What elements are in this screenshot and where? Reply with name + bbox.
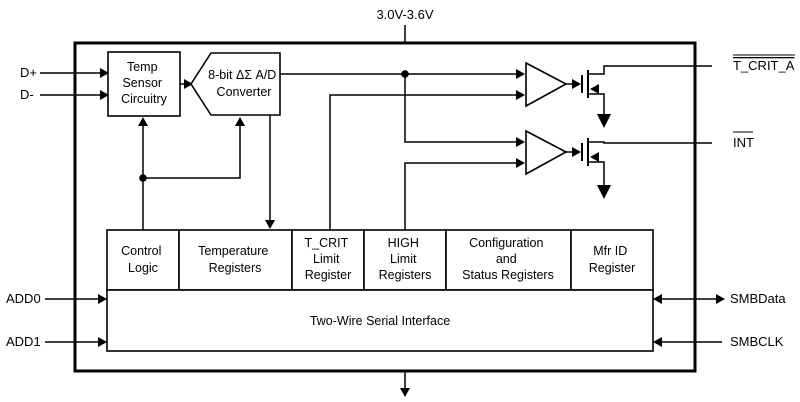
comp1-out-arrow [572,79,581,89]
pin-smbdata-label: SMBData [730,291,786,306]
t-crit-limit-register-label: T_CRIT Limit Register [304,236,351,282]
fet2-ground [597,185,611,199]
fet2-source [588,161,605,186]
fet2-drain [588,141,697,144]
high-to-comp2-wire [404,162,518,230]
comparator-2 [525,129,568,176]
adc-to-comp2-wire [404,74,518,143]
dplus-arrow [100,68,109,78]
fet1-source [588,93,605,115]
adc-label: 8-bit ΔΣ A/D Converter [208,68,280,99]
add0-arrow [98,294,107,304]
temp-sensor-label: Temp Sensor Circuitry [121,60,168,106]
pin-smbclk-label: SMBCLK [730,334,784,349]
adc-to-temp-reg-arrow [265,220,275,229]
pin-int-label: INT [733,135,754,150]
smbdata-in-arrow [653,294,662,304]
adc-to-comp1-arrow [516,69,525,79]
control-logic-block [106,229,180,291]
fet2-arrow [590,152,599,162]
control-logic-label: Control Logic [121,244,165,275]
temp-sensor-block [107,51,181,117]
fet1-arrow [590,84,599,94]
serial-interface-block [106,289,654,352]
control-to-sensor-arrow [138,117,148,126]
adc-to-comp2-arrow [516,137,525,147]
adc-block [190,52,281,116]
add1-arrow [98,337,107,347]
comparator-1 [525,61,568,108]
control-to-adc-wire [143,124,241,179]
dminus-arrow [100,90,109,100]
ground-arrow [400,388,410,397]
high-to-comp2-arrow [516,158,525,168]
chip-outline [73,41,697,373]
fet1-drain [588,65,697,75]
pin-dplus-label: D+ [20,65,37,80]
temperature-registers-label: Temperature Registers [198,244,272,275]
sensor-to-adc-arrow [184,79,193,89]
supply-label: 3.0V-3.6V [376,7,433,22]
serial-interface-label: Two-Wire Serial Interface [310,314,450,328]
config-status-registers-label: Configuration and Status Registers [462,236,554,282]
pin-t-crit-a-label: T_CRIT_A [733,58,795,73]
temperature-registers-block [178,229,293,291]
high-limit-registers-label: HIGH Limit Registers [379,236,432,282]
fet1-ground [597,114,611,128]
pin-add1-label: ADD1 [6,334,41,349]
tcrit-to-comp1-arrow [516,90,525,100]
pin-dminus-label: D- [20,87,34,102]
config-status-registers-block [445,229,572,291]
mfr-id-register-block [570,229,654,291]
high-limit-registers-block [363,229,447,291]
comp2-out-arrow [572,147,581,157]
smbclk-arrow [653,337,662,347]
tcrit-to-comp1-wire [329,94,518,230]
smbdata-out-arrow [716,294,725,304]
control-to-adc-arrow [235,117,245,126]
pin-add0-label: ADD0 [6,291,41,306]
mfr-id-register-label: Mfr ID Register [589,244,636,275]
